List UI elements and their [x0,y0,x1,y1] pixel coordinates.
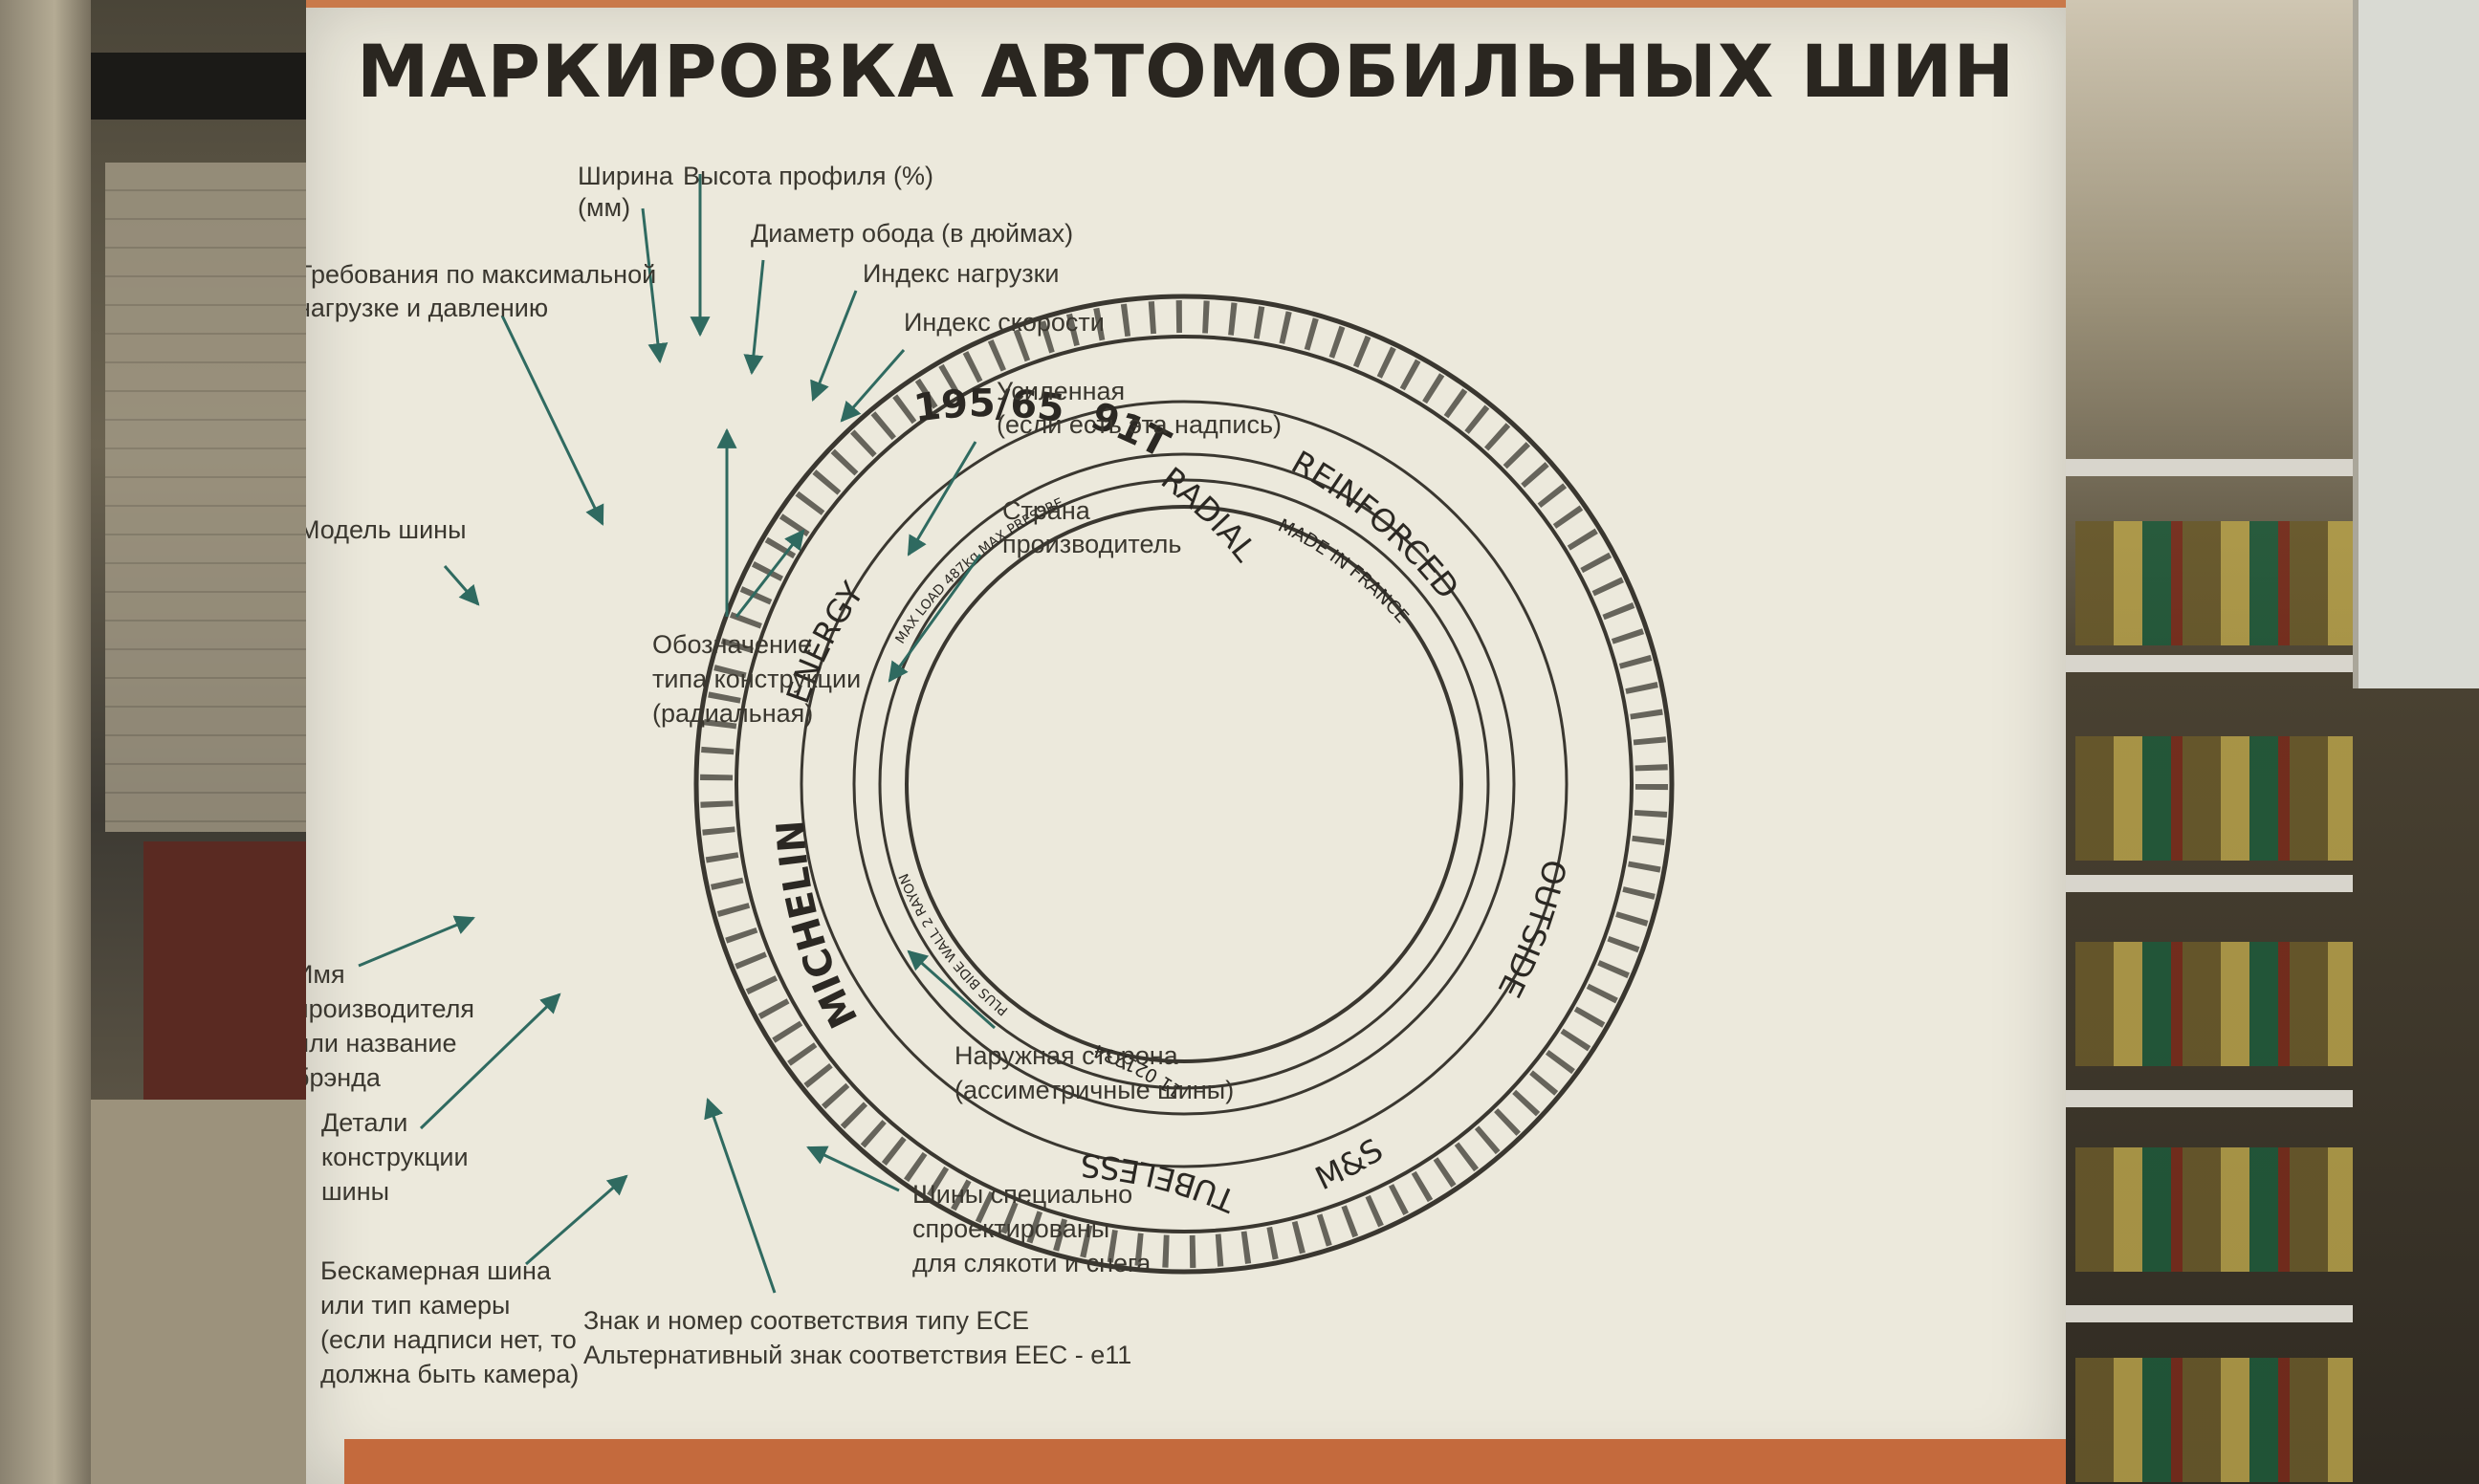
oil-bottles [2075,1358,2353,1482]
svg-text:(ассиметричные шины): (ассиметричные шины) [954,1076,1234,1104]
svg-text:нагрузке и давлению: нагрузке и давлению [306,294,548,322]
label-ms: Шины специально спроектированы для сляко… [912,1180,1152,1277]
svg-text:Наружная сторона: Наружная сторона [954,1041,1179,1070]
svg-text:Ширина: Ширина [578,162,674,190]
label-profile: Высота профиля (%) [683,162,933,190]
tire-marking-poster: МАРКИРОВКА АВТОМОБИЛЬНЫХ ШИН [306,0,2066,1484]
svg-text:(радиальная): (радиальная) [652,699,813,728]
side-poster [2353,0,2479,688]
label-model: Модель шины [306,515,466,544]
svg-text:производитель: производитель [1002,530,1181,558]
pointer-arrows [358,174,996,1294]
ceiling-beam [91,53,316,120]
svg-text:Индекс нагрузки: Индекс нагрузки [863,259,1059,288]
poster-title: МАРКИРОВКА АВТОМОБИЛЬНЫХ ШИН [356,29,2016,114]
label-country: Страна производитель [1002,496,1181,558]
label-manufacturer: Имя производителя или название брэнда [306,960,474,1092]
svg-text:спроектированы: спроектированы [912,1214,1109,1243]
label-outside: Наружная сторона (ассиметричные шины) [954,1041,1234,1104]
label-load-index: Индекс нагрузки [863,259,1059,288]
svg-text:Диаметр обода (в дюймах): Диаметр обода (в дюймах) [751,219,1073,248]
oil-bottles [2075,521,2353,645]
svg-text:Имя: Имя [306,960,345,989]
svg-text:Обозначение: Обозначение [652,630,812,659]
tire-construction-text: PLUS BIDE WALL 2 RAYON [896,871,1011,1018]
svg-text:конструкции: конструкции [321,1143,469,1171]
svg-text:для слякоти и снега: для слякоти и снега [912,1249,1152,1277]
shelf [2066,655,2353,672]
background-right-shelves [2066,0,2479,1484]
label-construction-type: Обозначение типа конструкции (радиальная… [652,630,861,728]
shelf [2066,875,2353,892]
label-width: Ширина (мм) [578,162,674,222]
svg-text:производителя: производителя [306,994,474,1023]
red-crate [143,841,311,1128]
svg-text:Альтернативный знак соответств: Альтернативный знак соответствия EEC - e… [583,1341,1131,1369]
shelf [2066,1090,2353,1107]
pillar [0,0,91,1484]
svg-text:должна быть камера): должна быть камера) [320,1360,579,1388]
svg-text:Модель шины: Модель шины [306,515,466,544]
label-ece: Знак и номер соответствия типу ECE Альте… [583,1306,1131,1369]
label-max-load: Требования по максимальной нагрузке и да… [306,260,656,322]
bottom-stripe [344,1439,2066,1484]
svg-text:Усиленная: Усиленная [997,377,1125,405]
label-rim: Диаметр обода (в дюймах) [751,219,1073,248]
brick-wall [105,163,306,832]
svg-text:шины: шины [321,1177,389,1206]
svg-text:(если надписи нет, то: (если надписи нет, то [320,1325,577,1354]
svg-text:Знак и номер соответствия типу: Знак и номер соответствия типу ECE [583,1306,1029,1335]
svg-text:типа конструкции: типа конструкции [652,665,861,693]
svg-text:Индекс скорости: Индекс скорости [904,308,1105,337]
top-stripe [306,0,2066,8]
svg-text:или тип камеры: или тип камеры [320,1291,510,1320]
floor [91,1100,316,1484]
label-speed-index: Индекс скорости [904,308,1105,337]
svg-text:Бескамерная шина: Бескамерная шина [320,1256,552,1285]
oil-bottles [2075,942,2353,1066]
svg-text:Шины специально: Шины специально [912,1180,1132,1209]
shelf [2066,1305,2353,1322]
svg-text:или название: или название [306,1029,457,1058]
svg-text:Требования по максимальной: Требования по максимальной [306,260,656,289]
label-details: Детали конструкции шины [321,1108,469,1206]
oil-bottles [2075,1147,2353,1272]
background-left [0,0,316,1484]
svg-text:(если есть эта надпись): (если есть эта надпись) [997,410,1282,439]
oil-bottles [2075,736,2353,861]
svg-text:Высота профиля (%): Высота профиля (%) [683,162,933,190]
svg-text:брэнда: брэнда [306,1063,382,1092]
svg-text:(мм): (мм) [578,193,630,222]
label-reinforced: Усиленная (если есть эта надпись) [997,377,1282,439]
svg-text:Детали: Детали [321,1108,407,1137]
tire-outside-text: OUTSIDE [1491,856,1574,1003]
svg-text:Страна: Страна [1002,496,1091,525]
tire-outline [693,294,1675,1275]
tire-diagram: 195/65 R15 91T RADIAL REINFORCED MADE IN… [306,0,1675,1388]
tire-size-text: 195/65 R15 [306,0,1067,431]
label-tubeless: Бескамерная шина или тип камеры (если на… [320,1256,579,1388]
shelf [2066,459,2353,476]
